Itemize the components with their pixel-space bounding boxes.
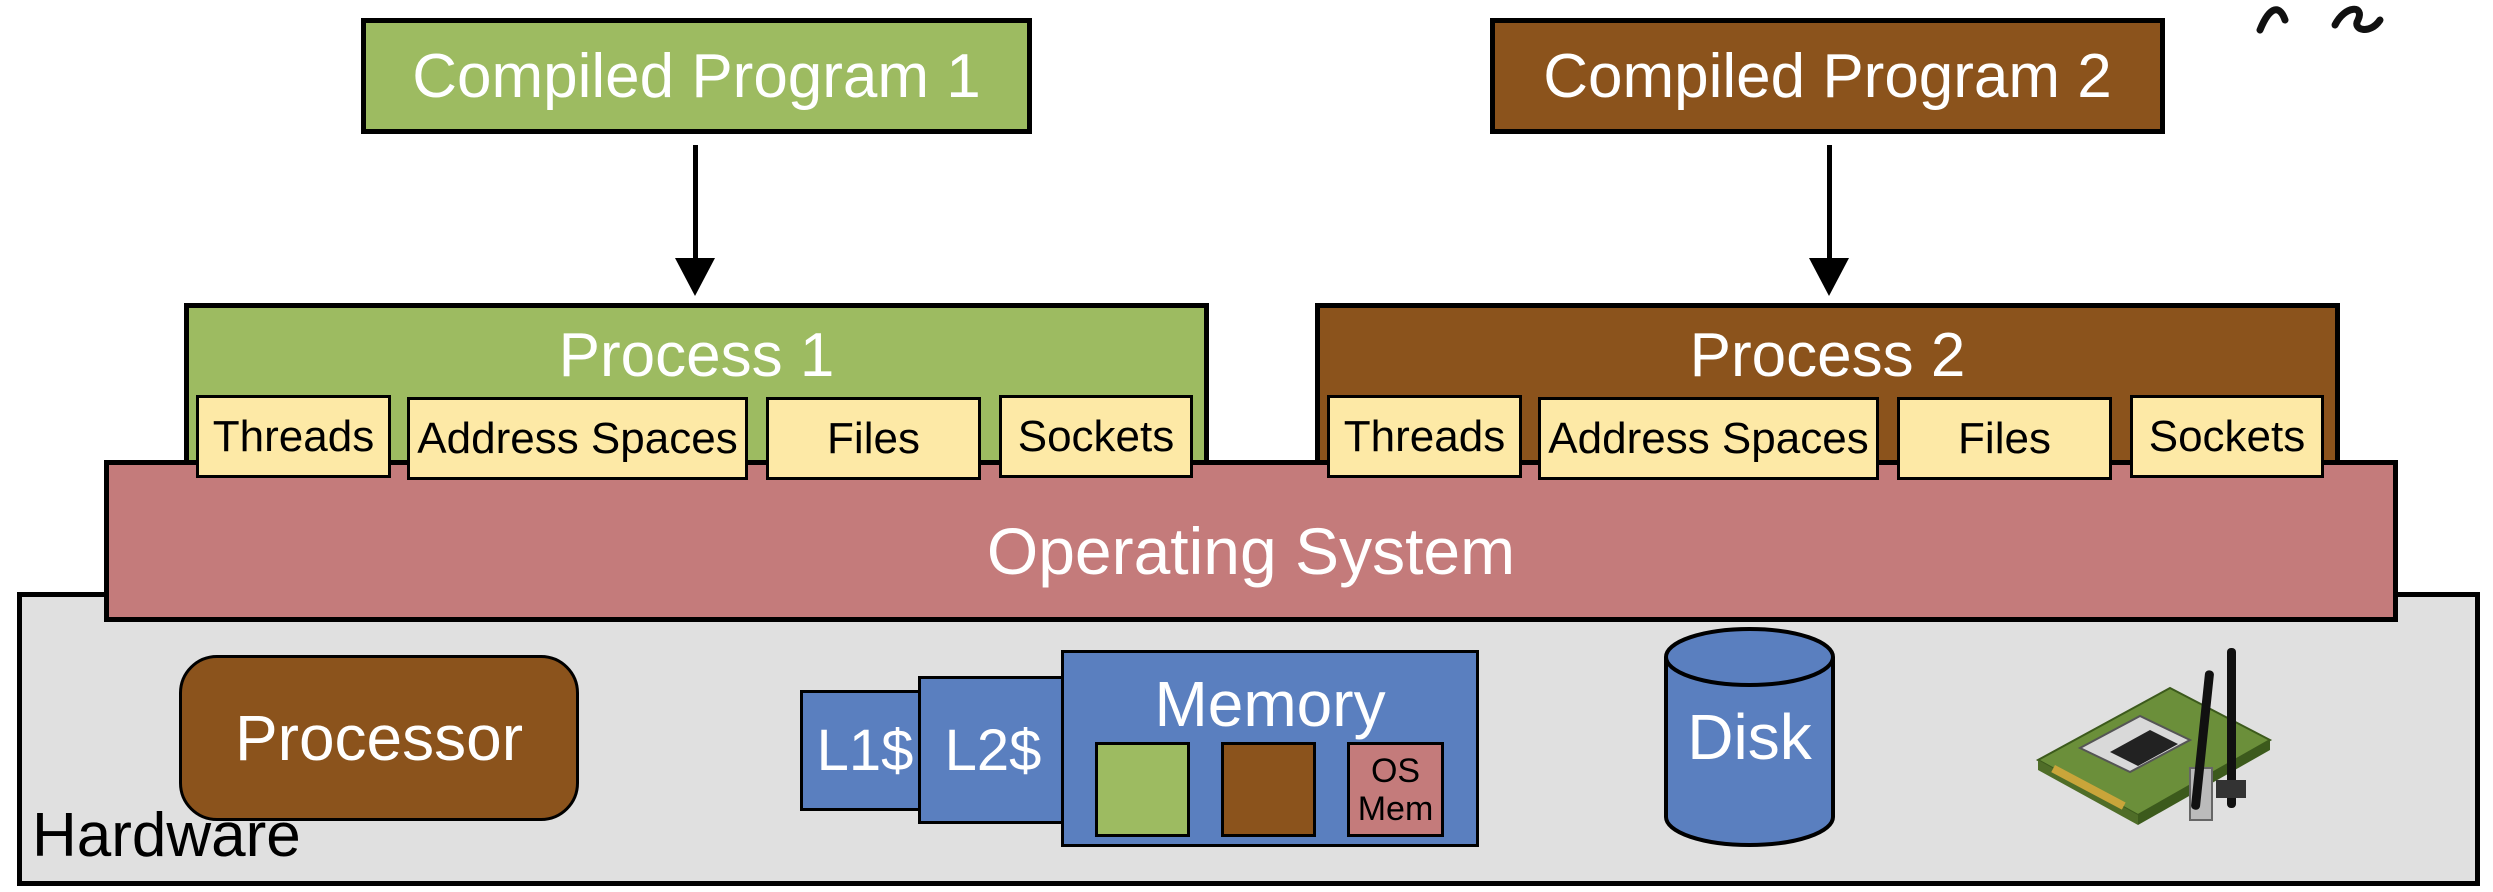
process-2-files: Files: [1897, 397, 2112, 480]
processor: Processor: [179, 655, 579, 821]
l1-cache: L1$: [800, 690, 930, 811]
compiled-program-2-label: Compiled Program 2: [1543, 41, 2112, 111]
memory-process-2-block: [1221, 742, 1316, 837]
disk-icon: [1664, 627, 1835, 847]
memory-os-block: OS Mem: [1347, 742, 1444, 837]
arrow-down-icon: [1809, 258, 1849, 296]
arrow-down-icon: [675, 258, 715, 296]
compiled-program-1: Compiled Program 1: [361, 18, 1032, 134]
process-2-title: Process 2: [1689, 321, 1966, 390]
l1-cache-label: L1$: [816, 718, 914, 783]
process-2-threads: Threads: [1327, 395, 1522, 478]
process-1-threads: Threads: [196, 395, 391, 478]
compiled-program-2: Compiled Program 2: [1490, 18, 2165, 134]
process-1-title: Process 1: [558, 321, 835, 390]
operating-system: Operating System: [104, 460, 2398, 622]
process-2-address-spaces: Address Spaces: [1538, 397, 1879, 480]
process-2-sockets: Sockets: [2130, 395, 2324, 478]
handwritten-scribble: [2256, 5, 2384, 34]
operating-system-label: Operating System: [986, 514, 1516, 588]
network-card-icon: [2035, 648, 2273, 825]
process-1-files: Files: [766, 397, 981, 480]
memory-label: Memory: [1154, 668, 1386, 740]
disk-label: Disk: [1687, 701, 1812, 773]
arrow-program-2-to-process-2: [1827, 145, 1832, 275]
l2-cache: L2$: [918, 676, 1068, 824]
arrow-program-1-to-process-1: [693, 145, 698, 275]
process-1-address-spaces: Address Spaces: [407, 397, 748, 480]
memory-process-1-block: [1095, 742, 1190, 837]
l2-cache-label: L2$: [944, 717, 1042, 783]
compiled-program-1-label: Compiled Program 1: [412, 41, 981, 111]
process-1-sockets: Sockets: [999, 395, 1193, 478]
os-mem-label: OS Mem: [1357, 751, 1434, 828]
processor-label: Processor: [234, 702, 524, 774]
